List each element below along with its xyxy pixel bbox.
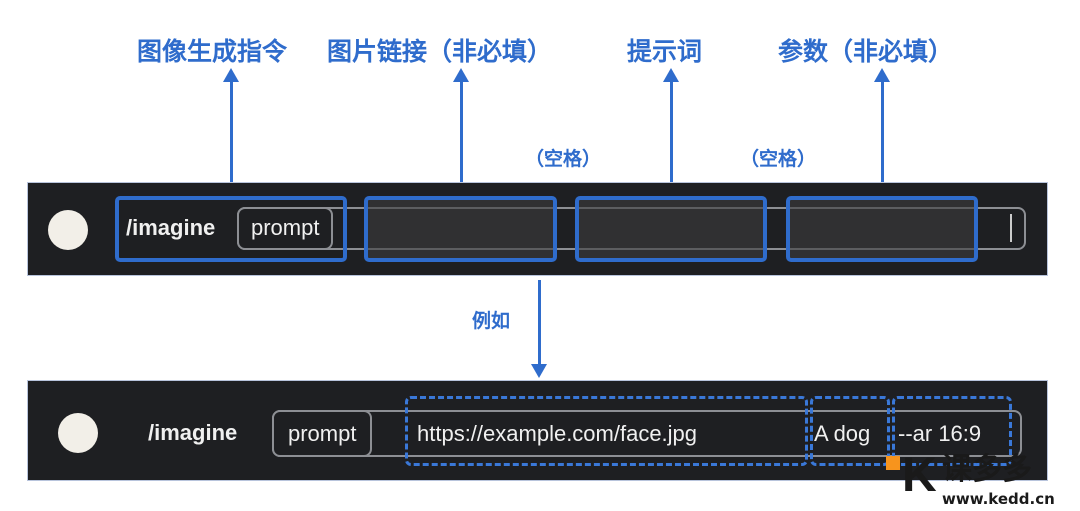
- label-params: 参数（非必填）: [778, 37, 954, 66]
- label-command: 图像生成指令: [137, 37, 288, 66]
- bot-avatar: [58, 413, 98, 453]
- example-image-url: https://example.com/face.jpg: [417, 421, 698, 446]
- dashed-box-image-url: [405, 396, 808, 466]
- watermark-logo: K 课多多 www.kedd.cn: [880, 452, 1080, 511]
- label-space-1: （空格）: [525, 148, 602, 170]
- text-cursor: [1010, 214, 1012, 242]
- label-space-2: （空格）: [740, 148, 817, 170]
- top-prompt-chip[interactable]: prompt: [237, 207, 334, 250]
- example-params-text: --ar 16:9: [898, 421, 982, 446]
- label-example: 例如: [472, 310, 511, 332]
- label-prompt: 提示词: [627, 37, 703, 66]
- box-image-link: [364, 196, 557, 262]
- label-image-link: 图片链接（非必填）: [327, 37, 553, 66]
- box-prompt: [575, 196, 767, 262]
- bottom-command-text: /imagine: [148, 420, 238, 445]
- bot-avatar: [48, 210, 88, 250]
- example-prompt-text: A dog: [814, 421, 871, 446]
- dashed-box-params: [892, 396, 1012, 466]
- box-command: [115, 196, 347, 262]
- bottom-prompt-chip[interactable]: prompt: [272, 410, 373, 457]
- dashed-box-prompt: [810, 396, 890, 466]
- box-params: [786, 196, 978, 262]
- top-command-text: /imagine: [126, 215, 216, 240]
